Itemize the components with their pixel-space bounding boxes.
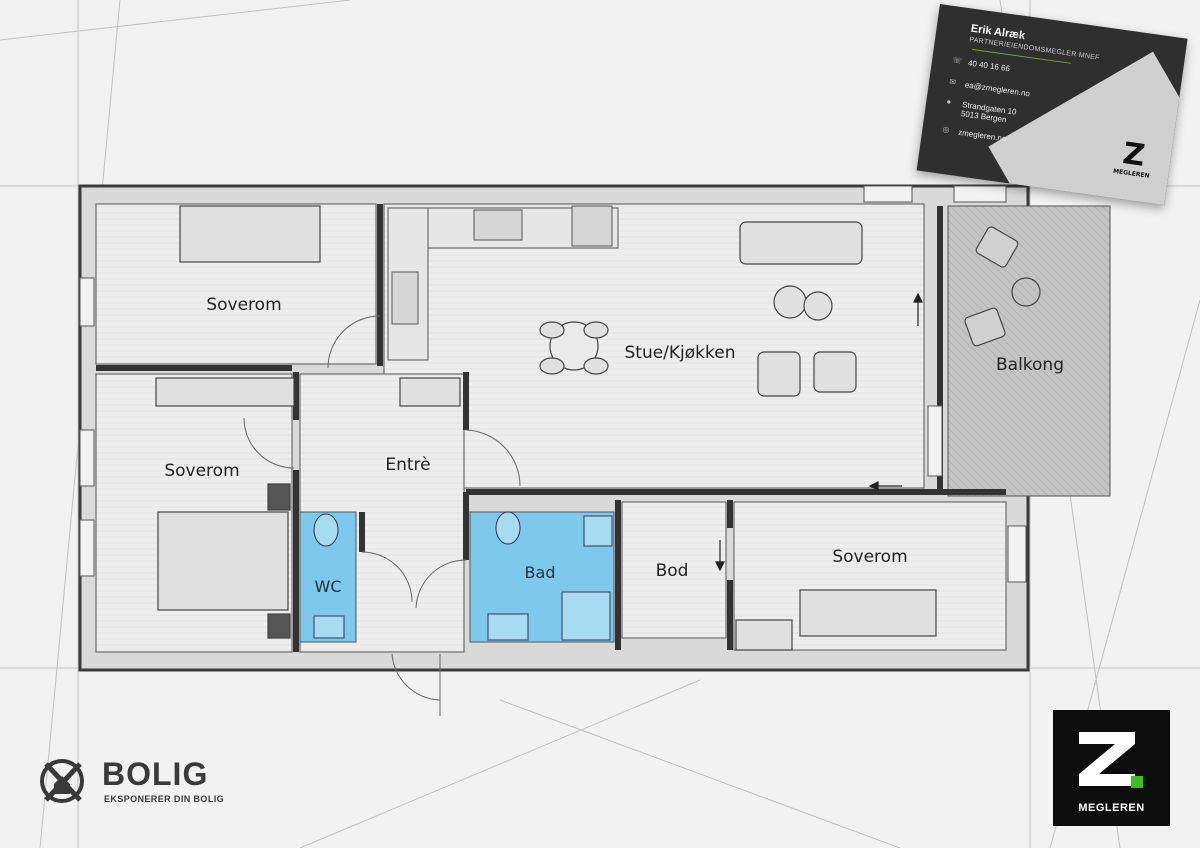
room-label-soverom-right: Soverom: [832, 547, 907, 567]
room-label-bad: Bad: [525, 563, 556, 582]
windows: [79, 185, 1027, 583]
xbolig-tagline: EKSPONERER DIN BOLIG: [104, 794, 225, 804]
business-card: Erik Alræk PARTNER/EIENDOMSMEGLER MNEF ☏…: [916, 4, 1188, 206]
card-email-row: ✉ ea@zmegleren.no: [948, 77, 1031, 99]
room-label-balkong: Balkong: [996, 355, 1064, 375]
floor-balkong: [947, 205, 1111, 497]
kitchen-counters: [387, 205, 619, 361]
xbolig-word: BOLIG: [102, 756, 209, 792]
room-label-wc: WC: [315, 577, 342, 596]
xbolig-mark-icon: [40, 759, 84, 803]
phone-icon: ☏: [951, 55, 963, 66]
room-label-stue-kjokken: Stue/Kjøkken: [624, 343, 735, 363]
card-phone: 40 40 16 66: [967, 58, 1011, 74]
location-icon: ●: [945, 96, 952, 107]
zmegleren-logo: MEGLEREN: [1053, 710, 1170, 826]
room-label-soverom-left: Soverom: [164, 461, 239, 481]
interior-walls: [96, 204, 1006, 652]
room-label-soverom-top-left: Soverom: [206, 295, 281, 315]
card-logo: Z MEGLEREN: [1111, 136, 1155, 187]
room-label-bod: Bod: [656, 561, 689, 581]
z-logo-icon: [1079, 732, 1143, 788]
globe-icon: ◎: [941, 124, 951, 135]
room-label-entre: Entrè: [385, 455, 430, 475]
sanitary-fixtures: [313, 511, 613, 641]
mail-icon: ✉: [948, 77, 957, 87]
card-website-row: ◎ zmegleren.no: [941, 124, 1007, 144]
card-light-panel: [988, 51, 1188, 206]
direction-arrows: [715, 292, 923, 572]
furniture: [155, 205, 1041, 651]
xbolig-logo: BOLIG EKSPONERER DIN BOLIG: [38, 756, 248, 808]
zmegleren-logo-text: MEGLEREN: [1078, 802, 1145, 814]
card-email: ea@zmegleren.no: [964, 80, 1031, 99]
card-phone-row: ☏ 40 40 16 66: [951, 55, 1011, 74]
floor-bod: [621, 501, 727, 639]
doors: [243, 315, 521, 716]
card-website: zmegleren.no: [957, 127, 1007, 144]
